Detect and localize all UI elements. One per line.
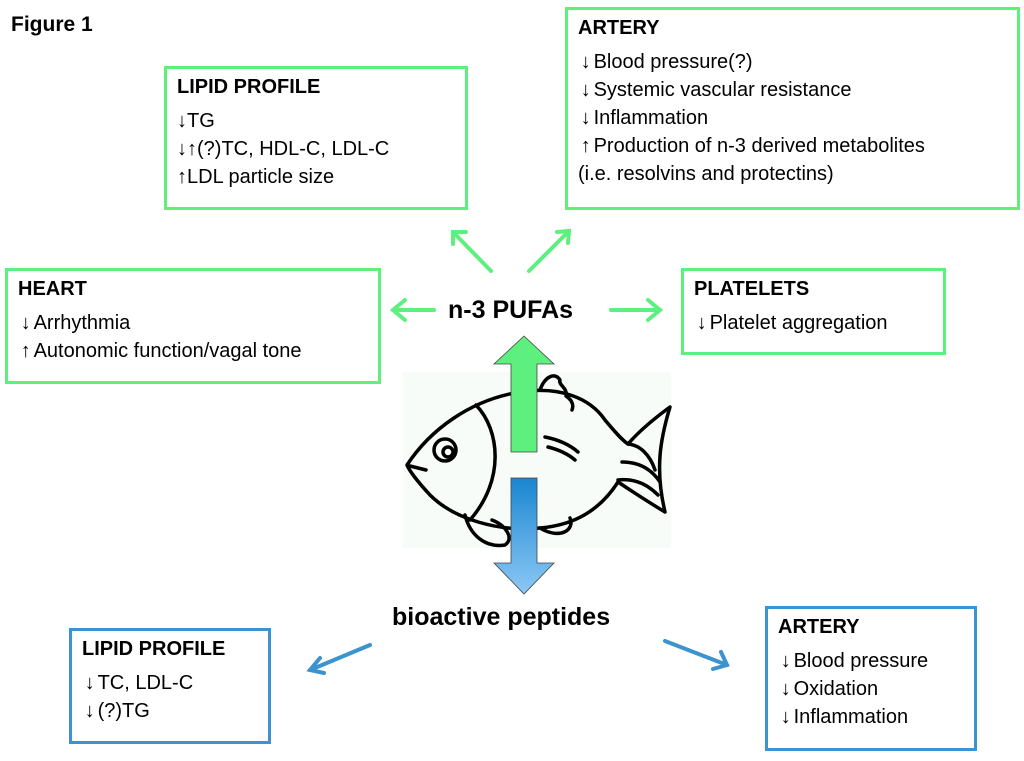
effect-line: ↓(?)TG	[82, 697, 258, 725]
effect-line: ↑Production of n-3 derived metabolites	[578, 132, 1007, 160]
box-title: ARTERY	[578, 17, 660, 39]
fish-icon	[405, 374, 672, 548]
box-title: LIPID PROFILE	[82, 638, 226, 660]
change-arrow-icon: ↓	[177, 110, 187, 132]
lipid-profile-top-box: LIPID PROFILE ↓TG ↓↑(?)TC, HDL-C, LDL-C …	[164, 66, 468, 210]
effect-line: ↓Oxidation	[778, 675, 964, 703]
box-title: HEART	[18, 278, 87, 300]
effect-line-continuation: (i.e. resolvins and protectins)	[578, 163, 834, 185]
arrow-to-heart	[389, 298, 436, 322]
up-arrow-large	[492, 335, 556, 453]
platelets-box: PLATELETS ↓Platelet aggregation	[681, 268, 946, 355]
arrow-to-lipid-bottom	[306, 643, 372, 675]
heart-box: HEART ↓Arrhythmia ↑Autonomic function/va…	[5, 268, 381, 384]
box-title: LIPID PROFILE	[177, 76, 321, 98]
change-arrow-icon: ↑	[177, 166, 187, 188]
change-arrow-icon: ↓	[696, 312, 707, 334]
change-arrow-icon: ↓	[580, 107, 591, 129]
effect-line: ↓TC, LDL-C	[82, 669, 258, 697]
figure-title: Figure 1	[11, 13, 93, 36]
effect-line: ↓Blood pressure	[778, 647, 964, 675]
change-arrow-icon: ↓	[20, 312, 31, 334]
effect-line: ↑Autonomic function/vagal tone	[18, 337, 368, 365]
change-arrow-icon: ↓	[580, 51, 591, 73]
effect-line: ↓Inflammation	[578, 104, 1007, 132]
n3-pufas-label: n-3 PUFAs	[448, 296, 574, 324]
arrow-to-artery-top	[527, 228, 572, 273]
change-arrow-icon: ↑	[580, 135, 591, 157]
box-title: PLATELETS	[694, 278, 810, 300]
change-arrow-icon: ↓	[780, 706, 791, 728]
change-arrow-icon: ↑	[20, 340, 31, 362]
change-arrow-icon: ↓	[780, 650, 791, 672]
effect-line: ↓Platelet aggregation	[694, 309, 933, 337]
artery-bottom-box: ARTERY ↓Blood pressure ↓Oxidation ↓Infla…	[765, 606, 977, 751]
change-arrow-icon: ↓	[580, 79, 591, 101]
effect-line: ↓Inflammation	[778, 703, 964, 731]
change-arrow-icon: ↓	[84, 672, 95, 694]
effect-line: ↑LDL particle size	[177, 163, 455, 191]
arrow-to-platelets	[609, 298, 664, 322]
arrow-to-lipid-top	[451, 230, 493, 273]
change-arrow-icon: ↓	[780, 678, 791, 700]
lipid-profile-bottom-box: LIPID PROFILE ↓TC, LDL-C ↓(?)TG	[69, 628, 271, 744]
change-arrow-icon: ↓	[84, 700, 95, 722]
change-arrow-icon: ↓↑	[177, 138, 197, 160]
effect-line: ↓Arrhythmia	[18, 309, 368, 337]
effect-line: ↓Blood pressure(?)	[578, 48, 1007, 76]
effect-line: ↓Systemic vascular resistance	[578, 76, 1007, 104]
artery-top-box: ARTERY ↓Blood pressure(?) ↓Systemic vasc…	[565, 7, 1020, 210]
effect-line: ↓↑(?)TC, HDL-C, LDL-C	[177, 135, 455, 163]
down-arrow-large	[493, 477, 555, 595]
box-title: ARTERY	[778, 616, 860, 638]
arrow-to-artery-bottom	[663, 639, 730, 671]
effect-line: ↓TG	[177, 107, 455, 135]
bioactive-peptides-label: bioactive peptides	[392, 603, 611, 631]
